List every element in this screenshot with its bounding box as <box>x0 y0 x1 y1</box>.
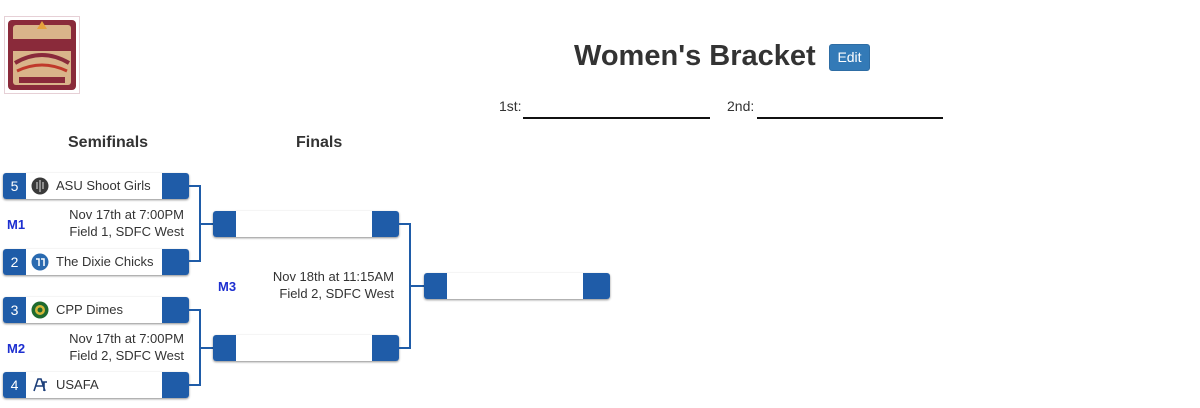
semifinals-heading: Semifinals <box>68 134 149 151</box>
m2-top-slot[interactable]: 3 CPP Dimes <box>3 297 189 323</box>
match-label-m1: M1 <box>7 217 26 232</box>
second-place-line <box>757 117 943 119</box>
usafa-icon <box>33 378 47 392</box>
first-place-label: 1st: <box>499 98 522 114</box>
score-box[interactable] <box>162 297 189 323</box>
score-box[interactable] <box>162 249 189 275</box>
seed-badge <box>213 211 236 237</box>
match-field: Field 2, SDFC West <box>279 286 394 301</box>
champion-slot[interactable] <box>424 273 610 299</box>
seed-badge: 5 <box>3 173 26 199</box>
edit-button[interactable]: Edit <box>829 44 870 71</box>
match-field: Field 2, SDFC West <box>69 348 184 363</box>
team-name: CPP Dimes <box>56 302 123 317</box>
match-date: Nov 18th at 11:15AM <box>272 269 394 284</box>
m3-bottom-slot[interactable] <box>213 335 399 361</box>
m3-top-slot[interactable] <box>213 211 399 237</box>
m1-to-final-line <box>201 223 213 225</box>
seed-badge <box>213 335 236 361</box>
match-info-m2: Nov 17th at 7:00PM Field 2, SDFC West <box>69 330 184 364</box>
match-date: Nov 17th at 7:00PM <box>69 331 184 346</box>
match-field: Field 1, SDFC West <box>69 224 184 239</box>
cpp-icon <box>31 301 49 319</box>
match-label-m3: M3 <box>218 279 237 294</box>
team-name: USAFA <box>56 377 99 392</box>
m2-bottom-slot[interactable]: 4 USAFA <box>3 372 189 398</box>
tournament-logo <box>4 16 80 94</box>
seed-badge <box>424 273 447 299</box>
match-label-m2: M2 <box>7 341 26 356</box>
score-box[interactable] <box>162 173 189 199</box>
score-box[interactable] <box>372 211 399 237</box>
second-place-label: 2nd: <box>727 98 755 114</box>
match-info-m3: Nov 18th at 11:15AM Field 2, SDFC West <box>273 268 394 302</box>
seed-badge: 2 <box>3 249 26 275</box>
m2-bracket-connector <box>189 309 201 386</box>
m3-bracket-connector <box>399 223 411 349</box>
match-date: Nov 17th at 7:00PM <box>69 207 184 222</box>
asu-icon <box>31 177 49 195</box>
match-info-m1: Nov 17th at 7:00PM Field 1, SDFC West <box>69 206 184 240</box>
seed-badge: 4 <box>3 372 26 398</box>
score-box[interactable] <box>372 335 399 361</box>
m1-top-slot[interactable]: 5 ASU Shoot Girls <box>3 173 189 199</box>
m3-to-champion-line <box>411 285 424 287</box>
team-name: ASU Shoot Girls <box>56 178 151 193</box>
m1-bracket-connector <box>189 185 201 262</box>
score-box[interactable] <box>162 372 189 398</box>
finals-heading: Finals <box>296 134 343 151</box>
first-place-line <box>523 117 710 119</box>
m2-to-final-line <box>201 347 213 349</box>
page-title: Women's Bracket <box>574 40 816 72</box>
m1-bottom-slot[interactable]: 2 The Dixie Chicks <box>3 249 189 275</box>
dixie-chicks-icon <box>31 253 49 271</box>
score-box[interactable] <box>583 273 610 299</box>
team-name: The Dixie Chicks <box>56 254 154 269</box>
seed-badge: 3 <box>3 297 26 323</box>
